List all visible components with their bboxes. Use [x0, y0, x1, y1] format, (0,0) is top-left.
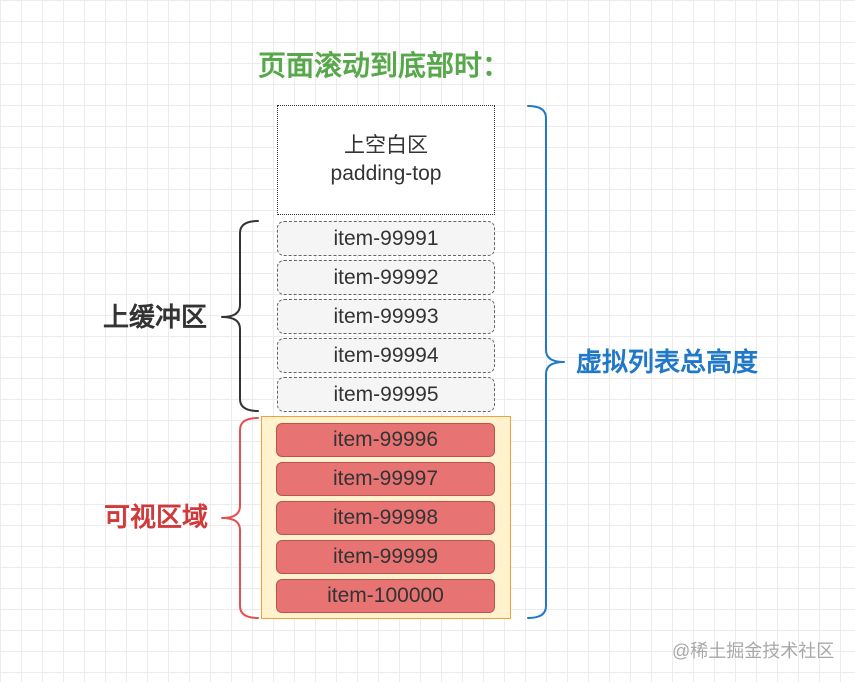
watermark: @稀土掘金技术社区: [672, 641, 835, 661]
buffer-item: item-99993: [277, 299, 495, 334]
buffer-brace: [221, 220, 259, 412]
visible-item: item-99997: [276, 462, 495, 496]
padding-top-label: 上空白区: [344, 134, 428, 157]
visible-item: item-99999: [276, 540, 495, 574]
total-height-label: 虚拟列表总高度: [576, 347, 759, 377]
visible-item: item-99998: [276, 501, 495, 535]
buffer-label: 上缓冲区: [103, 302, 208, 332]
diagram-title: 页面滚动到底部时：: [258, 50, 511, 81]
buffer-item: item-99992: [277, 260, 495, 295]
buffer-item: item-99991: [277, 221, 495, 256]
visible-brace: [221, 417, 259, 619]
visible-area-label: 可视区域: [104, 502, 209, 532]
buffer-item: item-99994: [277, 338, 495, 373]
buffer-item: item-99995: [277, 377, 495, 412]
visible-item: item-99996: [276, 423, 495, 457]
total-height-brace: [527, 105, 565, 619]
padding-top-css-label: padding-top: [330, 162, 442, 185]
padding-top-box: 上空白区 padding-top: [277, 105, 495, 215]
visible-item: item-100000: [276, 579, 495, 613]
